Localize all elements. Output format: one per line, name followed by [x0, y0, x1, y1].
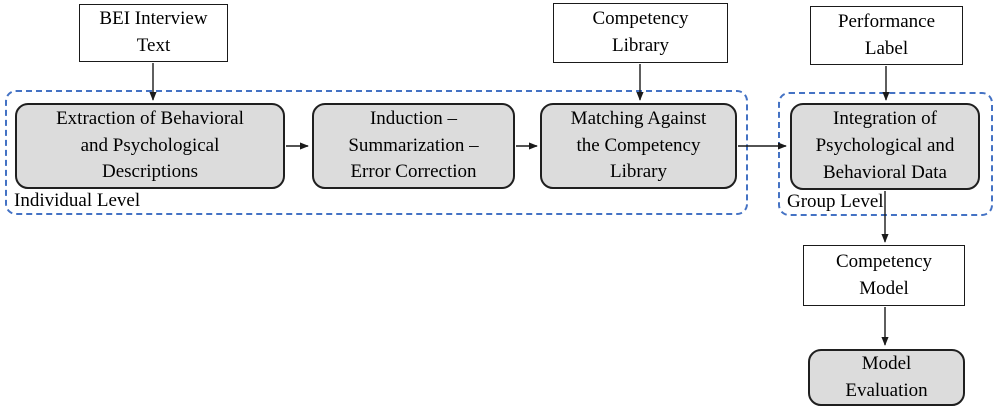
- output-box-competency-model: Competency Model: [803, 245, 965, 306]
- process-box-matching-label: Matching Against the Competency Library: [570, 107, 707, 183]
- output-box-competency-model-label: Competency Model: [835, 250, 933, 299]
- process-box-matching: Matching Against the Competency Library: [540, 103, 737, 189]
- input-box-competency-library-label: Competency Library: [592, 8, 689, 56]
- input-box-performance-label-label: Performance Label: [837, 10, 936, 59]
- process-box-extraction-label: Extraction of Behavioral and Psychologic…: [56, 107, 244, 183]
- group-individual-level: Individual Level: [5, 90, 748, 215]
- process-box-induction: Induction – Summarization – Error Correc…: [312, 103, 515, 189]
- input-box-competency-library: Competency Library: [553, 3, 728, 63]
- group-label-individual-level: Individual Level: [14, 190, 141, 212]
- input-box-performance-label: Performance Label: [810, 6, 963, 65]
- process-box-extraction: Extraction of Behavioral and Psychologic…: [15, 103, 285, 189]
- process-box-model-evaluation: Model Evaluation: [808, 349, 965, 406]
- process-box-integration-label: Integration of Psychological and Behavio…: [815, 108, 955, 183]
- process-box-model-evaluation-label: Model Evaluation: [845, 352, 928, 401]
- process-box-induction-label: Induction – Summarization – Error Correc…: [348, 107, 479, 183]
- input-box-bei-interview-text-label: BEI Interview Text: [99, 8, 208, 56]
- process-box-integration: Integration of Psychological and Behavio…: [790, 103, 980, 190]
- group-label-group-level: Group Level: [787, 191, 884, 213]
- input-box-bei-interview-text: BEI Interview Text: [79, 4, 228, 62]
